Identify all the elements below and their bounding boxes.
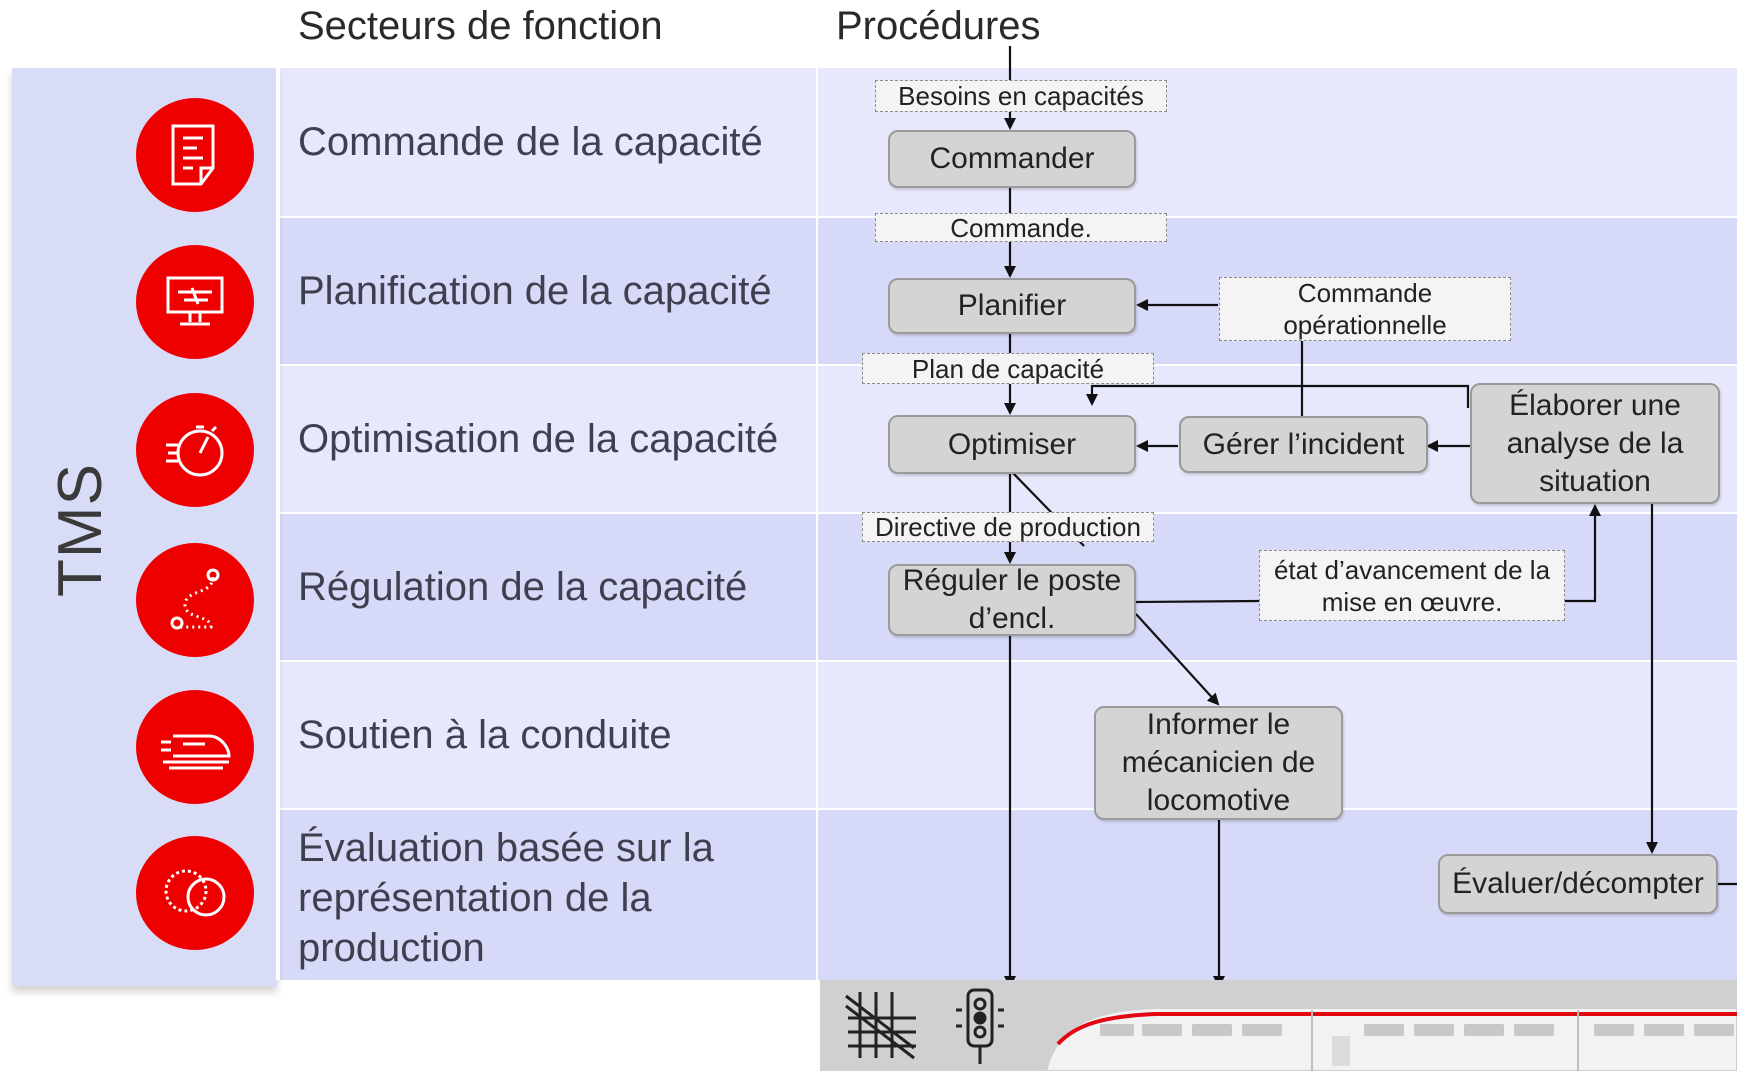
panel-divider <box>276 68 280 980</box>
procedures-header: Procédures <box>836 4 1041 48</box>
sectors-header: Secteurs de fonction <box>298 4 663 48</box>
sector-label-planification: Planification de la capacité <box>298 269 772 313</box>
train-icon <box>136 690 254 804</box>
stopwatch-icon <box>136 393 254 507</box>
process-elaborer-analyse: Élaborer une analyse de la situation <box>1470 383 1720 504</box>
label-directive: Directive de production <box>862 512 1154 542</box>
row-soutien <box>280 662 1737 808</box>
process-reguler: Réguler le poste d’encl. <box>888 564 1136 636</box>
tms-panel <box>12 68 277 986</box>
document-icon <box>136 98 254 212</box>
process-planifier: Planifier <box>888 278 1136 334</box>
label-plan-capacite: Plan de capacité <box>862 353 1154 384</box>
sector-label-commande: Commande de la capacité <box>298 120 763 164</box>
signal-icon <box>950 986 1010 1071</box>
sector-label-optimisation: Optimisation de la capacité <box>298 417 779 461</box>
process-informer: Informer le mécanicien de locomotive <box>1094 706 1343 820</box>
process-evaluer: Évaluer/décompter <box>1438 854 1718 914</box>
label-besoins: Besoins en capacités <box>875 80 1167 112</box>
process-optimiser: Optimiser <box>888 415 1136 474</box>
track-icon <box>840 986 920 1067</box>
train-image <box>1044 1000 1737 1076</box>
sector-label-evaluation: Évaluation basée sur la représentation d… <box>298 826 714 970</box>
column-divider <box>816 68 818 980</box>
sector-label-soutien: Soutien à la conduite <box>298 713 672 757</box>
route-icon <box>136 543 254 657</box>
coins-icon <box>136 836 254 950</box>
sector-label-regulation: Régulation de la capacité <box>298 565 748 609</box>
label-etat-avancement: état d’avancement de la mise en œuvre. <box>1259 550 1565 621</box>
monitor-icon <box>136 245 254 359</box>
label-commande-operationnelle: Commande opérationnelle <box>1219 277 1511 341</box>
tms-label: TMS <box>45 463 115 597</box>
process-gerer-incident: Gérer l’incident <box>1179 416 1428 473</box>
label-commande: Commande. <box>875 213 1167 243</box>
process-commander: Commander <box>888 130 1136 188</box>
